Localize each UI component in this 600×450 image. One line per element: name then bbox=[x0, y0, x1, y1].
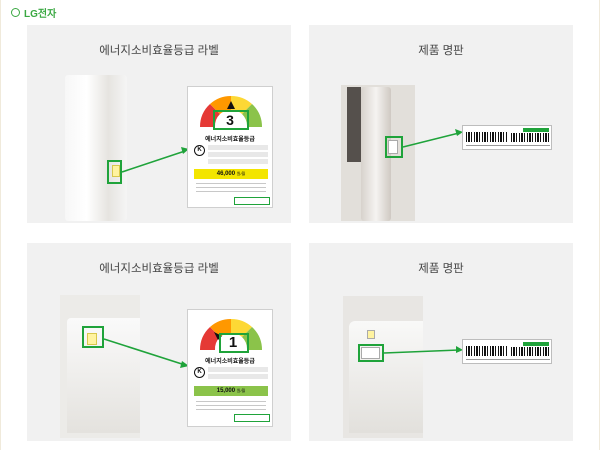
card-energy-label-wall: 에너지소비효율등급 라벨 1 에너지소비효율등급 K 15,000 원/월 bbox=[27, 243, 291, 441]
cost-value: 15,000 bbox=[216, 388, 236, 394]
grille bbox=[347, 87, 361, 162]
fine-print bbox=[196, 191, 266, 192]
barcode-icon bbox=[511, 133, 549, 142]
card-title: 제품 명판 bbox=[418, 45, 464, 57]
spec-row bbox=[208, 367, 268, 372]
monthly-cost: 46,000 원/월 bbox=[194, 169, 268, 179]
label-title: 에너지소비효율등급 bbox=[205, 359, 255, 365]
arrow-icon bbox=[383, 346, 463, 354]
nameplate-badge bbox=[523, 128, 549, 132]
highlight-box bbox=[385, 136, 403, 158]
cost-value: 46,000 bbox=[216, 171, 236, 177]
arrow-icon bbox=[103, 338, 189, 368]
spec-row bbox=[208, 152, 268, 157]
product-photo-stand bbox=[65, 75, 127, 221]
spec-row bbox=[208, 374, 268, 379]
kc-mark-icon: K bbox=[194, 145, 205, 156]
fine-print bbox=[196, 187, 266, 188]
energy-sticker bbox=[87, 333, 97, 345]
circle-icon bbox=[11, 7, 20, 17]
highlight-box bbox=[234, 197, 270, 205]
energy-label: 3 에너지소비효율등급 K 46,000 원/월 bbox=[187, 86, 273, 208]
nameplate-badge bbox=[523, 342, 549, 346]
energy-sticker bbox=[112, 165, 120, 177]
nameplate-sticker bbox=[388, 140, 398, 154]
fine-print bbox=[196, 401, 266, 402]
nameplate-text-line bbox=[466, 145, 550, 146]
fine-print bbox=[196, 409, 266, 410]
nameplate bbox=[462, 339, 552, 364]
barcode-icon bbox=[511, 347, 549, 356]
fine-print bbox=[196, 183, 266, 184]
card-title: 에너지소비효율등급 라벨 bbox=[99, 263, 219, 275]
fine-print bbox=[196, 405, 266, 406]
monthly-cost: 15,000 원/월 bbox=[194, 386, 268, 396]
arrow-icon bbox=[402, 129, 463, 148]
barcode-icon bbox=[466, 132, 508, 142]
brand-header: LG전자 bbox=[11, 4, 56, 20]
nameplate bbox=[462, 125, 552, 150]
energy-label: 1 에너지소비효율등급 K 15,000 원/월 bbox=[187, 309, 273, 427]
grade-gauge-icon bbox=[199, 318, 263, 353]
card-title: 제품 명판 bbox=[418, 263, 464, 275]
wall-unit-body bbox=[349, 321, 423, 433]
grade-number: 3 bbox=[226, 112, 234, 128]
highlight-box bbox=[107, 160, 122, 184]
cost-unit: 원/월 bbox=[236, 171, 246, 176]
card-energy-label-stand: 에너지소비효율등급 라벨 3 에너지소비효율등급 K 46,000 원/월 bbox=[27, 25, 291, 223]
label-title: 에너지소비효율등급 bbox=[205, 137, 255, 143]
brand-title: LG전자 bbox=[24, 8, 57, 20]
card-nameplate-stand: 제품 명판 bbox=[309, 25, 573, 223]
energy-sticker bbox=[367, 330, 375, 339]
barcode-icon bbox=[466, 346, 508, 356]
grade-number: 1 bbox=[228, 334, 238, 351]
nameplate-text-line bbox=[466, 359, 550, 360]
grade-gauge-icon bbox=[199, 95, 263, 130]
card-nameplate-wall: 제품 명판 bbox=[309, 243, 573, 441]
highlight-box bbox=[82, 326, 104, 348]
nameplate-sticker bbox=[361, 347, 380, 359]
spec-row bbox=[208, 145, 268, 150]
card-title: 에너지소비효율등급 라벨 bbox=[99, 45, 219, 57]
cost-unit: 원/월 bbox=[236, 388, 246, 393]
highlight-box bbox=[234, 414, 270, 422]
kc-mark-icon: K bbox=[194, 367, 205, 378]
highlight-box bbox=[358, 344, 384, 362]
spec-row bbox=[208, 159, 268, 164]
